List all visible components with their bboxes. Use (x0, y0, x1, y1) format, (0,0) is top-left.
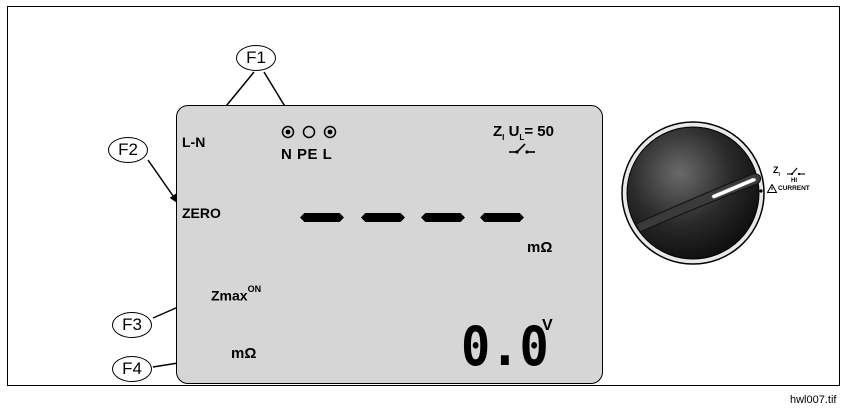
f2-arrow (147, 159, 179, 204)
dial-zi-text: Z (773, 165, 779, 175)
zero-label: ZERO (182, 205, 221, 221)
dial-current-label: CURRENT (778, 185, 810, 192)
zmax-superscript: ON (247, 284, 262, 294)
callout-f1: F1 (236, 45, 276, 71)
switch-symbol-icon (509, 143, 535, 154)
reading-value: 0.0 (461, 315, 549, 378)
rotary-dial (621, 121, 765, 265)
ul-label: U (508, 123, 520, 140)
dash-segment (361, 213, 405, 222)
callout-f2: F2 (108, 137, 148, 163)
warning-triangle-icon (767, 184, 777, 193)
figure-caption: hwl007.tif (790, 394, 837, 406)
function-status: ZI UL= 50 (493, 124, 554, 142)
zi-label: Z (493, 123, 503, 140)
dial-switch-icon (787, 167, 805, 176)
callout-f3: F3 (112, 312, 152, 338)
dash-segment (421, 213, 465, 222)
bottom-unit-label: mΩ (231, 345, 257, 362)
mode-label: L-N (182, 134, 206, 150)
dash-segment (300, 213, 344, 222)
unit-mohm-label: mΩ (527, 239, 553, 256)
dash-segment (480, 213, 524, 222)
ul-subscript: L (519, 133, 525, 142)
dial-zi-label: ZI (773, 166, 780, 178)
dial-hi-label: HI (791, 178, 797, 184)
zi-subscript: I (502, 133, 505, 142)
figure-frame (7, 6, 840, 386)
terminal-indicator-icons (281, 125, 337, 139)
zmax-text: Zmax (211, 287, 248, 304)
terminal-labels: N PE L (281, 146, 333, 163)
dial-zi-subscript: I (778, 171, 780, 178)
reading-unit: V (542, 317, 553, 334)
ul-value: = 50 (524, 123, 554, 140)
callout-f4: F4 (112, 356, 152, 382)
zmax-label: ZmaxON (211, 285, 261, 304)
